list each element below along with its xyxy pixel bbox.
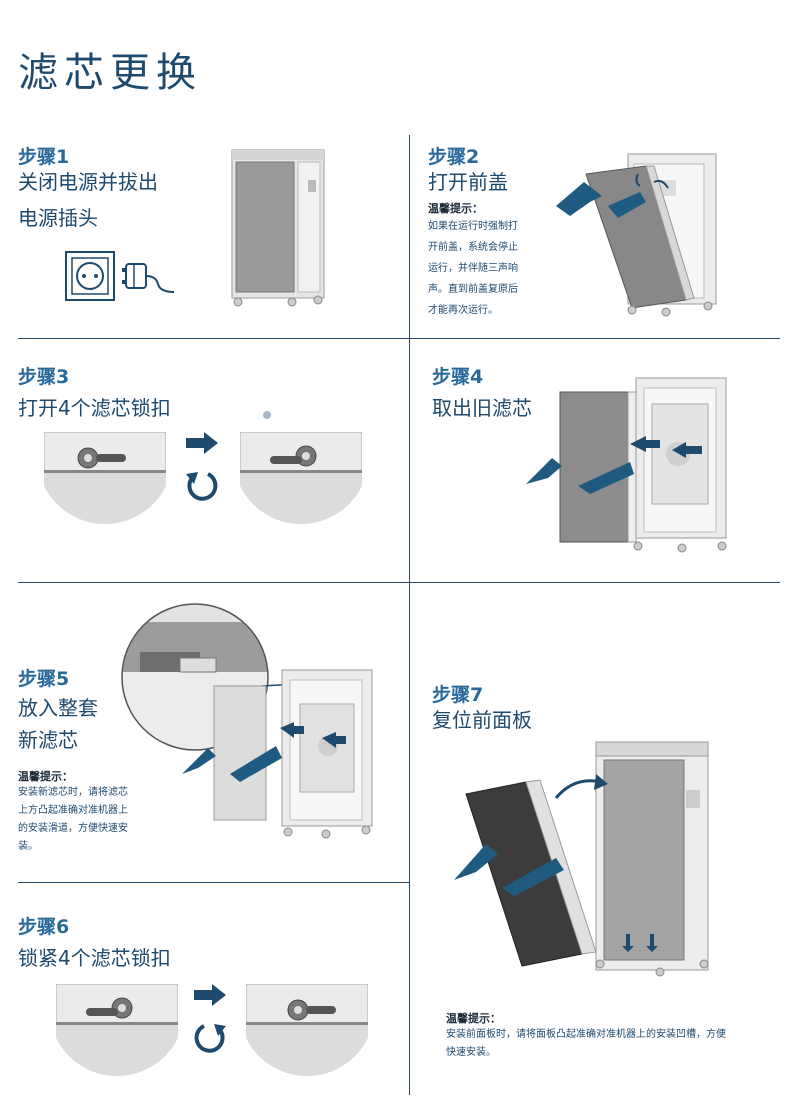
zoom-detail-circle bbox=[120, 602, 270, 752]
step2-label: 步骤2 bbox=[428, 146, 480, 168]
step7-tip-title: 温馨提示： bbox=[446, 1012, 501, 1025]
step5-desc-line1: 放入整套 bbox=[18, 696, 98, 720]
purifier-insert-filter bbox=[176, 664, 380, 840]
purifier-reinstall-cover bbox=[446, 740, 716, 980]
step6-desc-line1: 锁紧4个滤芯锁扣 bbox=[18, 946, 171, 970]
lock-open-after bbox=[240, 432, 362, 524]
step1-label: 步骤1 bbox=[18, 146, 70, 168]
step2-tip-line4: 声。直到前盖复原后 bbox=[428, 284, 518, 295]
step4-desc-line1: 取出旧滤芯 bbox=[432, 396, 532, 420]
divider-row3-left bbox=[18, 882, 410, 883]
step7-desc-line1: 复位前面板 bbox=[432, 708, 532, 732]
lock-open-before bbox=[44, 432, 166, 524]
step1-desc-line1: 关闭电源并拔出 bbox=[18, 170, 158, 194]
step5-label: 步骤5 bbox=[18, 668, 70, 690]
rotate-ccw-icon bbox=[184, 468, 220, 504]
air-purifier-closed bbox=[226, 148, 330, 308]
step2-tip-title: 温馨提示： bbox=[428, 202, 483, 215]
purifier-opening-cover bbox=[556, 152, 726, 322]
step2-tip-line5: 才能再次运行。 bbox=[428, 305, 498, 316]
indicator-dot bbox=[262, 410, 272, 420]
step2-tip-line1: 如果在运行时强制打 bbox=[428, 221, 518, 232]
divider-row2 bbox=[18, 582, 780, 583]
step5-tip-title: 温馨提示： bbox=[18, 770, 73, 783]
step5-desc-line2: 新滤芯 bbox=[18, 728, 78, 752]
lock-close-before bbox=[56, 984, 178, 1076]
step5-tip-line4: 装。 bbox=[18, 841, 38, 852]
arrow-right-icon bbox=[186, 432, 218, 454]
step2-tip-line3: 运行，并伴随三声响 bbox=[428, 263, 518, 274]
divider-vertical bbox=[409, 135, 410, 1095]
step5-tip-line3: 的安装滑道，方便快速安 bbox=[18, 823, 128, 834]
step2-desc-line1: 打开前盖 bbox=[428, 170, 508, 194]
step2-tip-line2: 开前盖，系统会停止 bbox=[428, 242, 518, 253]
page-title: 滤芯更换 bbox=[18, 50, 202, 96]
step7-label: 步骤7 bbox=[432, 684, 484, 706]
step1-desc-line2: 电源插头 bbox=[18, 206, 98, 230]
divider-row1 bbox=[18, 338, 780, 339]
step4-label: 步骤4 bbox=[432, 366, 484, 388]
socket-plug-illustration bbox=[64, 250, 184, 302]
step3-label: 步骤3 bbox=[18, 366, 70, 388]
step7-tip-line1: 安装前面板时，请将面板凸起准确对准机器上的安装凹槽，方便 bbox=[446, 1029, 726, 1040]
step5-tip-line1: 安装新滤芯时，请将滤芯 bbox=[18, 787, 128, 798]
step5-tip-line2: 上方凸起准确对准机器上 bbox=[18, 805, 128, 816]
purifier-remove-filter bbox=[526, 374, 736, 560]
step7-tip-line2: 快速安装。 bbox=[446, 1047, 496, 1058]
lock-close-after bbox=[246, 984, 368, 1076]
arrow-right-icon bbox=[194, 984, 226, 1006]
rotate-cw-icon bbox=[192, 1020, 228, 1056]
step3-desc-line1: 打开4个滤芯锁扣 bbox=[18, 396, 171, 420]
step6-label: 步骤6 bbox=[18, 916, 70, 938]
